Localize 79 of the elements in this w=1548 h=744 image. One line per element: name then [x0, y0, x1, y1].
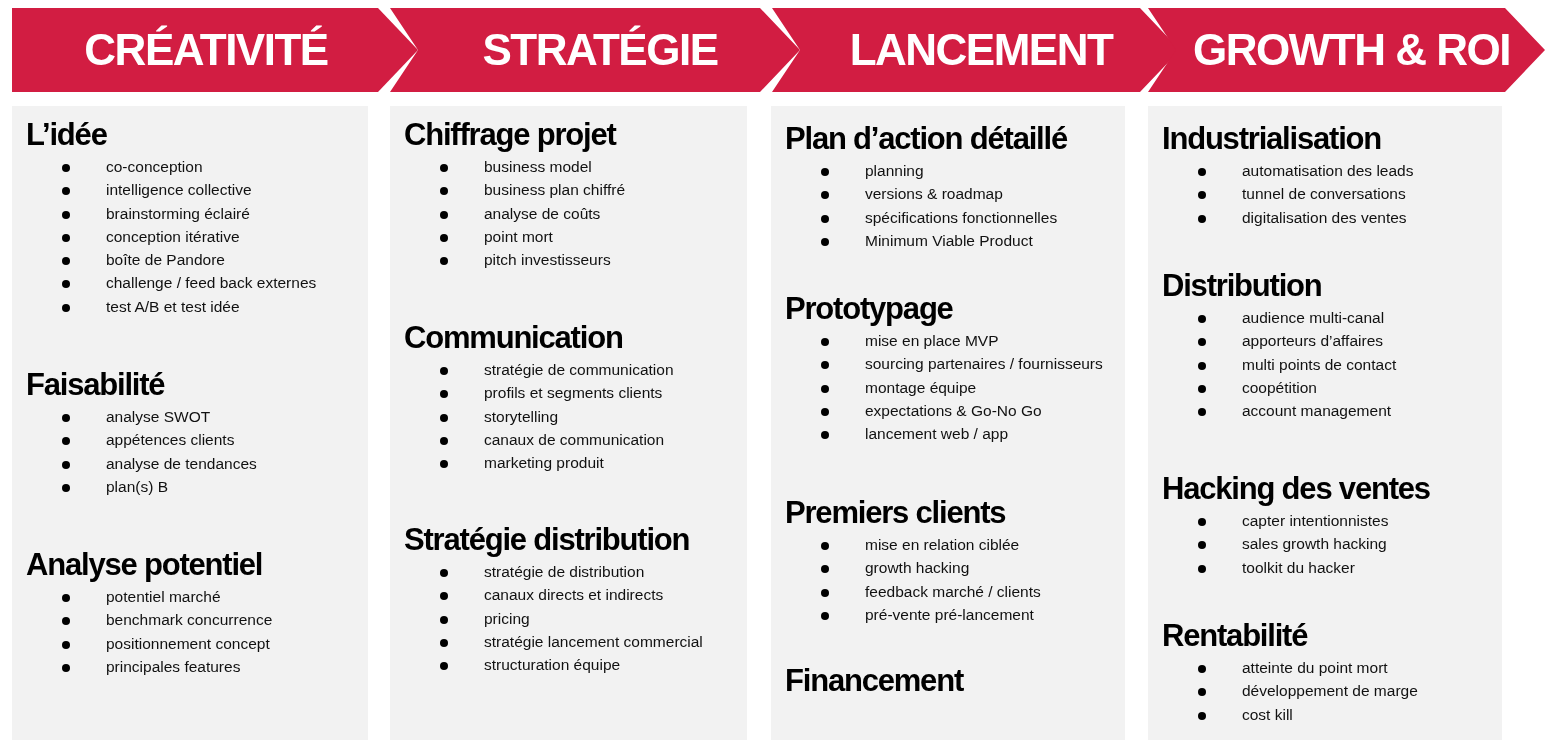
list-item: analyse SWOT [106, 407, 211, 427]
phase-title: LANCEMENT [849, 25, 1113, 75]
list-item: account management [1242, 401, 1392, 422]
phase-title: STRATÉGIE [482, 25, 718, 75]
list-item: plan(s) B [106, 476, 169, 497]
list-item: canaux directs et indirects [484, 585, 664, 606]
section-heading: Plan d’action détaillé [785, 120, 1067, 158]
list-item: expectations & Go-No Go [865, 400, 1042, 421]
list-item: potentiel marché [106, 587, 221, 607]
list-item: développement de marge [1242, 681, 1418, 702]
list-item: principales features [106, 656, 241, 677]
column-panel [771, 106, 1125, 740]
section-heading: Premiers clients [785, 494, 1006, 532]
list-item: cost kill [1242, 704, 1293, 725]
list-item: business model [484, 157, 592, 177]
list-item: boîte de Pandore [106, 250, 225, 271]
list-item: lancement web / app [865, 424, 1009, 445]
list-item: pré-vente pré-lancement [865, 604, 1034, 625]
list-item: sourcing partenaires / fournisseurs [865, 354, 1103, 375]
section-heading: Chiffrage projet [404, 116, 616, 154]
section-heading: Rentabilité [1162, 617, 1308, 655]
list-item: tunnel de conversations [1242, 184, 1406, 205]
list-item: profils et segments clients [484, 383, 663, 404]
section-heading: Analyse potentiel [26, 546, 263, 584]
list-item: business plan chiffré [484, 180, 626, 201]
list-item: mise en place MVP [865, 331, 999, 351]
list-item: positionnement concept [106, 633, 270, 654]
list-item: multi points de contact [1242, 354, 1397, 375]
list-item: atteinte du point mort [1242, 658, 1388, 678]
list-item: canaux de communication [484, 429, 665, 450]
list-item: storytelling [484, 406, 559, 427]
list-item: versions & roadmap [865, 184, 1003, 205]
list-item: audience multi-canal [1242, 308, 1385, 328]
list-item: benchmark concurrence [106, 610, 273, 631]
list-item: analyse de coûts [484, 203, 601, 224]
list-item: sales growth hacking [1242, 534, 1387, 555]
section-heading: Communication [404, 319, 623, 357]
list-item: digitalisation des ventes [1242, 207, 1407, 228]
list-item: point mort [484, 226, 553, 247]
list-item: growth hacking [865, 558, 970, 579]
list-item: Minimum Viable Product [865, 230, 1033, 251]
list-item: feedback marché / clients [865, 581, 1041, 602]
list-item: stratégie de distribution [484, 562, 645, 582]
section-heading: L’idée [26, 116, 107, 154]
column-panel [390, 106, 747, 740]
list-item: marketing produit [484, 453, 604, 474]
section-heading: Hacking des ventes [1162, 470, 1430, 508]
list-item: pitch investisseurs [484, 250, 611, 271]
section-heading: Financement [785, 662, 963, 700]
section-heading: Faisabilité [26, 366, 165, 404]
list-item: conception itérative [106, 226, 240, 247]
list-item: apporteurs d’affaires [1242, 331, 1384, 352]
list-item: test A/B et test idée [106, 296, 240, 317]
list-item: capter intentionnistes [1242, 511, 1389, 531]
list-item: brainstorming éclairé [106, 203, 250, 224]
list-item: pricing [484, 608, 530, 629]
list-item: montage équipe [865, 377, 977, 398]
list-item: structuration équipe [484, 655, 621, 676]
list-item: planning [865, 161, 924, 181]
list-item: stratégie de communication [484, 360, 674, 380]
list-item: stratégie lancement commercial [484, 631, 703, 652]
list-item: automatisation des leads [1242, 161, 1414, 181]
list-item: appétences clients [106, 430, 235, 451]
list-item: intelligence collective [106, 180, 252, 201]
list-item: mise en relation ciblée [865, 535, 1020, 555]
section-heading: Stratégie distribution [404, 521, 690, 559]
list-item: challenge / feed back externes [106, 273, 317, 294]
column-panel [12, 106, 368, 740]
section-heading: Prototypage [785, 290, 953, 328]
phase-title: GROWTH & ROI [1193, 25, 1510, 75]
section-heading: Distribution [1162, 267, 1322, 305]
phase-title: CRÉATIVITÉ [84, 25, 328, 75]
list-item: analyse de tendances [106, 453, 257, 474]
list-item: spécifications fonctionnelles [865, 207, 1058, 228]
list-item: coopétition [1242, 377, 1317, 398]
section-heading: Industrialisation [1162, 120, 1382, 158]
list-item: toolkit du hacker [1242, 557, 1355, 578]
list-item: co-conception [106, 157, 203, 177]
column-panel [1148, 106, 1502, 740]
